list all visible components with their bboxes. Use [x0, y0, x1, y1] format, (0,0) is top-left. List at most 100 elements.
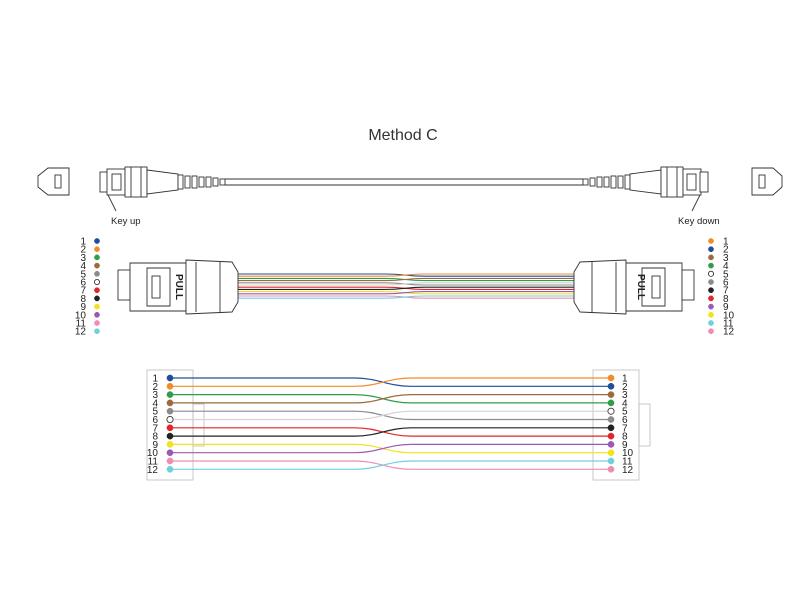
fiber-end-dot [607, 424, 615, 432]
fiber-end-dot [607, 374, 615, 382]
fiber-end-dot [607, 441, 615, 448]
position-number: 1 [80, 237, 86, 248]
position-number: 2 [80, 245, 86, 256]
position-number: 8 [622, 432, 628, 443]
position-number: 1 [152, 374, 158, 385]
position-number: 2 [152, 382, 158, 393]
position-number: 5 [152, 407, 158, 418]
position-number: 5 [723, 269, 729, 280]
position-number: 10 [75, 310, 87, 321]
position-number: 9 [723, 302, 729, 313]
position-number: 12 [75, 327, 87, 338]
wiring-frame-left [146, 369, 205, 481]
position-number: 8 [152, 432, 158, 443]
fiber-path [170, 460, 611, 470]
fiber-end-dot [166, 415, 174, 423]
fiber-end-dot [166, 465, 174, 473]
fiber-color-dot [708, 254, 714, 261]
fiber-color-dot [708, 270, 715, 277]
dust-cap-right [751, 167, 783, 196]
fiber-color-dot [94, 270, 100, 277]
key-down-leader [691, 194, 701, 212]
position-number: 4 [622, 398, 628, 409]
position-number: 11 [148, 457, 159, 468]
fiber-color-dot [708, 328, 714, 335]
position-number: 3 [723, 253, 729, 264]
fiber-color-dot [94, 295, 100, 302]
dust-cap-left [37, 167, 70, 196]
position-number: 8 [80, 294, 86, 305]
fiber-end-dot [166, 432, 174, 440]
fiber-color-dot [94, 238, 100, 244]
fiber-color-dot [708, 246, 714, 253]
position-number: 3 [622, 390, 628, 401]
fiber-color-dot [94, 246, 100, 253]
key-down-label: Key down [678, 216, 720, 227]
trunk-cable [225, 178, 583, 186]
fiber-path [170, 443, 611, 454]
position-number: 6 [80, 278, 86, 289]
position-number: 10 [147, 448, 159, 459]
fiber-color-dot [94, 303, 100, 310]
fiber-color-dot [94, 311, 100, 318]
fiber-path [170, 410, 611, 421]
fanout-fiber [238, 295, 574, 299]
position-number: 12 [723, 327, 735, 338]
fiber-color-dot [94, 278, 101, 285]
middle-fanout-fibers [238, 273, 574, 299]
key-up-leader [107, 194, 117, 212]
key-up-label: Key up [111, 216, 141, 227]
fiber-path [170, 427, 611, 437]
diagram-title: Method C [368, 127, 437, 144]
fiber-color-dot [708, 238, 714, 244]
fiber-end-dot [607, 407, 615, 415]
position-number: 10 [723, 310, 735, 321]
position-number: 11 [622, 457, 633, 468]
fiber-color-dot [708, 311, 714, 318]
position-number: 4 [80, 261, 86, 272]
connector-left-detail: PULL [117, 259, 239, 315]
position-number: 3 [80, 253, 86, 264]
fiber-path [170, 377, 611, 387]
position-number: 4 [723, 261, 729, 272]
position-number: 7 [723, 286, 729, 297]
fanout-fiber [238, 291, 574, 295]
position-number: 1 [723, 237, 729, 248]
fiber-end-dot [166, 407, 174, 415]
fiber-path [170, 460, 611, 470]
fiber-end-dot [166, 382, 174, 390]
position-number: 8 [723, 294, 729, 305]
fiber-color-dot [94, 320, 100, 326]
fiber-color-dot [94, 254, 100, 261]
fiber-path [170, 410, 611, 421]
position-number: 7 [152, 423, 158, 434]
position-number: 2 [622, 382, 628, 393]
fiber-color-dot [708, 279, 714, 285]
fiber-end-dot [607, 391, 615, 398]
fiber-path [170, 394, 611, 404]
fiber-end-dot [607, 382, 615, 390]
polarity-wiring-paths [170, 377, 611, 470]
position-number: 7 [80, 286, 86, 297]
position-number: 11 [723, 319, 734, 330]
position-number: 9 [622, 440, 628, 451]
connector-right-overview [582, 166, 709, 198]
fiber-color-dot [94, 328, 100, 335]
fiber-color-dot [708, 303, 714, 310]
fiber-path [170, 394, 611, 404]
pull-tab-left-label: PULL [173, 274, 184, 300]
position-number: 12 [622, 465, 634, 476]
wiring-frame-right [592, 369, 651, 481]
fiber-end-dot [607, 449, 615, 457]
position-number: 9 [152, 440, 158, 451]
fiber-color-dot [708, 320, 714, 326]
fiber-color-dot [94, 262, 100, 269]
fanout-fiber [238, 277, 574, 282]
fiber-path [170, 377, 611, 387]
position-number: 4 [152, 398, 158, 409]
fiber-end-dot [607, 457, 615, 465]
fiber-end-dot [166, 374, 174, 382]
